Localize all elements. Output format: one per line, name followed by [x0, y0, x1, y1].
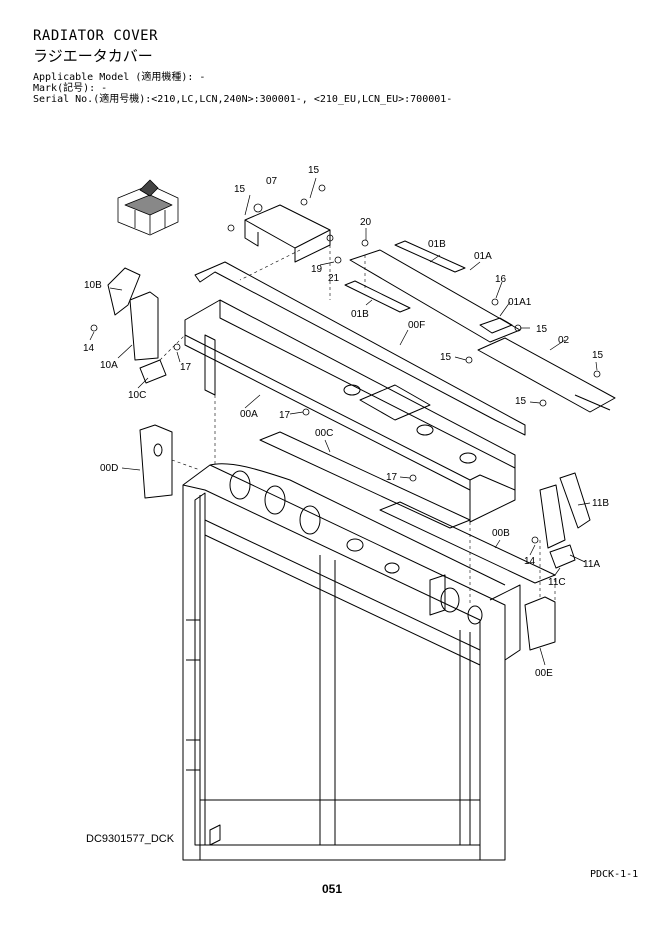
machine-location-thumbnail: [117, 179, 179, 236]
label-14-a: 14: [83, 343, 95, 354]
label-17-a: 17: [180, 362, 192, 373]
page-number: 051: [322, 882, 343, 896]
label-07: 07: [266, 176, 278, 187]
label-11a: 11A: [583, 559, 600, 570]
label-15-a: 15: [234, 184, 246, 195]
assembly-lines: [159, 245, 556, 605]
label-00d: 00D: [100, 463, 118, 474]
label-10c: 10C: [128, 390, 146, 401]
label-10a: 10A: [100, 360, 118, 371]
plate-01a: [349, 249, 521, 343]
page-code: PDCK-1-1: [590, 869, 639, 880]
drawing-code: DC9301577_DCK: [86, 833, 175, 845]
label-17-c: 17: [386, 472, 398, 483]
label-01b-mid: 01B: [351, 309, 369, 320]
label-01a1: 01A1: [508, 297, 532, 308]
label-15-b: 15: [308, 165, 320, 176]
label-15-f: 15: [515, 396, 527, 407]
label-01b-top: 01B: [428, 239, 446, 250]
label-20: 20: [360, 217, 372, 228]
label-02: 02: [558, 335, 570, 346]
label-14-b: 14: [524, 556, 536, 567]
label-01a: 01A: [474, 251, 492, 262]
page-title: RADIATOR COVER: [33, 28, 159, 44]
bolts: [90, 184, 601, 544]
bracket-10: [107, 267, 167, 384]
label-16: 16: [495, 274, 507, 285]
label-19: 19: [311, 264, 323, 275]
label-00a: 00A: [240, 409, 258, 420]
serial-number-line: Serial No.(適用号機):<210,LC,LCN,240N>:30000…: [33, 94, 453, 105]
block-00e: [524, 596, 556, 651]
hinge-01a1: [479, 317, 513, 334]
label-00e: 00E: [535, 668, 553, 679]
strip-01b-top: [394, 240, 466, 273]
cover-07: [244, 204, 331, 263]
applicable-model-line: Applicable Model (適用機種): -: [33, 72, 206, 83]
block-00d: [139, 424, 173, 499]
label-00c: 00C: [315, 428, 333, 439]
mark-line: Mark(記号): -: [33, 83, 108, 94]
page-title-japanese: ラジエータカバー: [33, 47, 153, 65]
label-00f: 00F: [408, 320, 425, 331]
strip-01b-mid: [344, 280, 411, 313]
cover-00a: [184, 299, 516, 523]
radiator-frame: [182, 463, 521, 861]
label-00b: 00B: [492, 528, 510, 539]
label-15-d: 15: [440, 352, 452, 363]
label-11b: 11B: [592, 498, 609, 509]
label-11c: 11C: [548, 577, 566, 588]
label-21: 21: [328, 273, 340, 284]
bracket-11: [539, 472, 591, 569]
leader-lines: [89, 177, 598, 666]
label-10b: 10B: [84, 280, 102, 291]
plate-02: [477, 337, 616, 413]
part-labels: 07 15 15 20 01B 01A 19 21 16 01A1 15 02 …: [83, 165, 609, 679]
seal-strip-00c: [259, 431, 471, 529]
label-17-b: 17: [279, 410, 291, 421]
seal-strip-00b: [379, 501, 556, 584]
seal-strip-00f: [194, 261, 526, 436]
label-15-e: 15: [592, 350, 604, 361]
label-15-c: 15: [536, 324, 548, 335]
